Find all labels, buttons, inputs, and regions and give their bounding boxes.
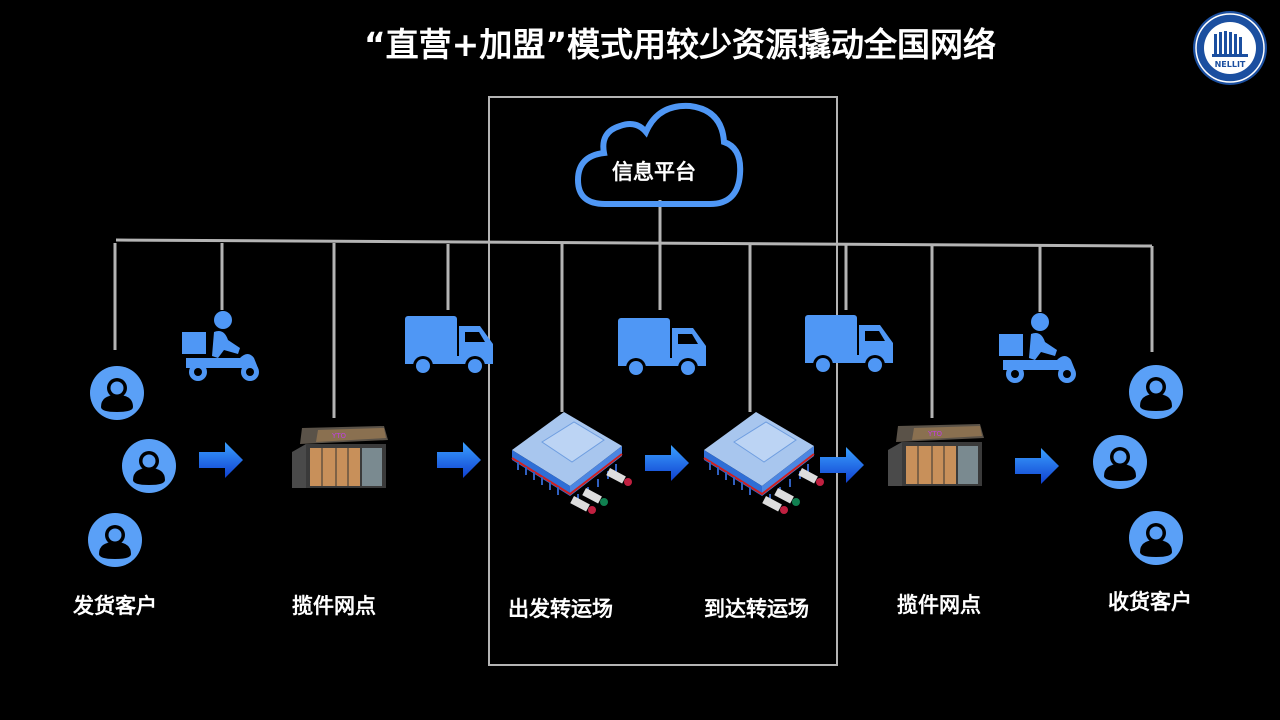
receiver-user-icon <box>1129 511 1183 565</box>
sender-user-icon <box>122 439 176 493</box>
node-label-sender: 发货客户 <box>73 594 157 618</box>
storefront-icon <box>887 423 985 487</box>
truck-icon <box>405 316 493 376</box>
flow-arrow-icon <box>820 447 864 483</box>
scooter-courier-icon <box>182 311 259 381</box>
scooter-courier-icon <box>999 313 1076 383</box>
logo-text: NELLIT <box>1215 60 1246 69</box>
node-label-arrival-hub: 到达转运场 <box>704 597 809 621</box>
page-title: “直营+加盟”模式用较少资源撬动全国网络 <box>363 25 997 64</box>
info-bus-lines <box>113 200 1154 418</box>
truck-icon <box>618 318 706 378</box>
truck-icon <box>805 315 893 375</box>
flow-arrow-icon <box>645 445 689 481</box>
sorting-hub-icon <box>511 411 633 515</box>
receiver-user-icon <box>1129 365 1183 419</box>
sender-user-icon <box>88 513 142 567</box>
flow-arrow-icon <box>437 442 481 478</box>
cloud-icon <box>574 102 744 207</box>
institution-seal-logo: NELLIT <box>1193 11 1267 85</box>
receiver-user-icon <box>1093 435 1147 489</box>
flow-arrow-icon <box>1015 448 1059 484</box>
info-platform-label: 信息平台 <box>612 160 696 184</box>
storefront-icon <box>291 425 389 489</box>
node-label-delivery-outlet: 揽件网点 <box>897 593 981 617</box>
flow-arrow-icon <box>199 442 243 478</box>
node-label-receiver: 收货客户 <box>1108 590 1192 614</box>
sender-user-icon <box>90 366 144 420</box>
transfer-center-box <box>488 96 838 666</box>
sorting-hub-icon <box>703 411 825 515</box>
node-label-departure-hub: 出发转运场 <box>508 597 613 621</box>
node-label-pickup-outlet: 揽件网点 <box>292 594 376 618</box>
